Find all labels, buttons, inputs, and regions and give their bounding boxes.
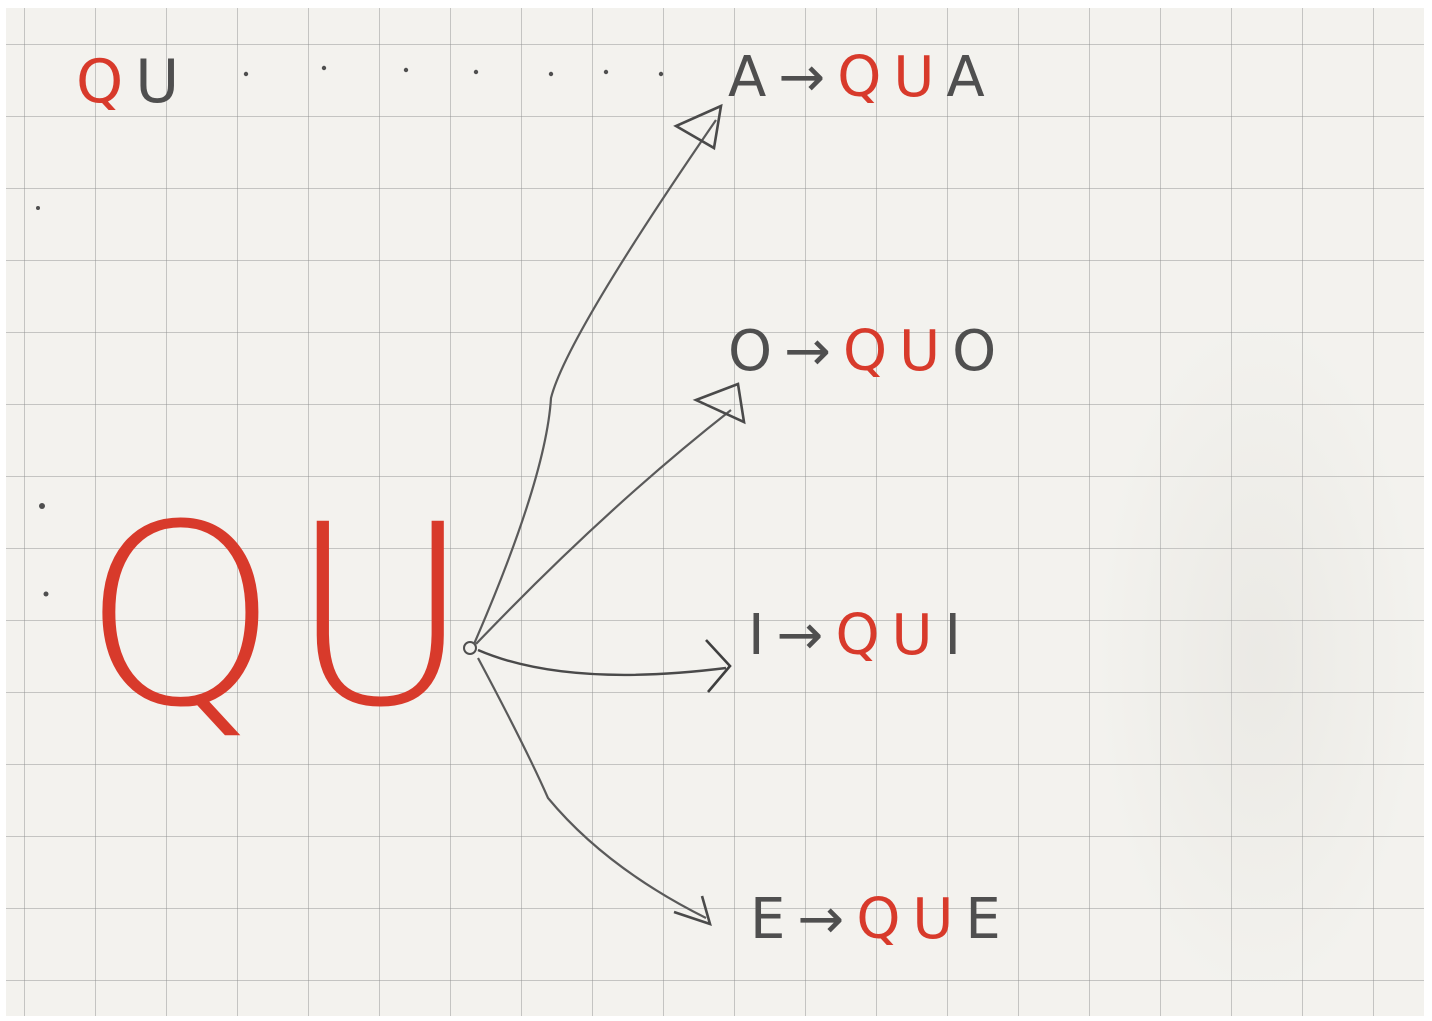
dot: [321, 65, 327, 71]
row-i-tail: I: [944, 603, 974, 668]
row-e-u: U: [912, 887, 966, 952]
row-o: O→QUO: [728, 324, 1008, 380]
header-q-letter: Q: [76, 47, 136, 117]
arrowhead-a: [673, 103, 723, 151]
row-a-q: Q: [837, 45, 894, 110]
dot: [548, 71, 554, 77]
row-o-u: U: [899, 319, 953, 384]
arrowhead-i: [705, 639, 732, 693]
row-i-q: Q: [835, 603, 892, 668]
row-i-arrow: →: [776, 603, 836, 668]
row-e-vowel: E: [750, 887, 798, 952]
dot: [43, 591, 49, 597]
header-u-letter: U: [135, 47, 192, 117]
big-q-letter: Q: [82, 471, 289, 762]
big-qu: QU: [82, 492, 482, 742]
row-o-tail: O: [952, 319, 1009, 384]
row-i-u: U: [891, 603, 945, 668]
dot: [403, 67, 409, 73]
row-i-vowel: I: [748, 603, 777, 668]
row-o-vowel: O: [728, 319, 785, 384]
arrow-to-o: [475, 409, 732, 645]
row-a-u: U: [893, 45, 947, 110]
dot: [243, 71, 249, 77]
grid-paper-sheet: QU QU A: [6, 8, 1424, 1016]
row-e: E→QUE: [750, 892, 1013, 948]
dot: [39, 503, 45, 509]
row-a-vowel: A: [728, 45, 779, 110]
arrow-to-i: [477, 648, 727, 677]
dot: [473, 69, 479, 75]
row-a-tail: A: [946, 45, 997, 110]
row-i: I→QUI: [748, 608, 973, 664]
row-a: A→QUA: [728, 50, 997, 106]
header-qu: QU: [76, 52, 191, 112]
arrow-to-e: [477, 657, 707, 919]
row-e-q: Q: [856, 887, 913, 952]
row-e-arrow: →: [797, 887, 857, 952]
row-e-tail: E: [965, 887, 1013, 952]
dot: [658, 71, 664, 77]
arrowhead-e: [673, 895, 712, 927]
big-u-letter: U: [288, 471, 482, 762]
arrowhead-o: [692, 382, 746, 425]
row-o-q: Q: [843, 319, 900, 384]
arrow-to-a: [472, 119, 717, 645]
dot: [36, 206, 40, 210]
row-a-arrow: →: [778, 45, 838, 110]
dot: [603, 69, 609, 75]
row-o-arrow: →: [784, 319, 843, 384]
